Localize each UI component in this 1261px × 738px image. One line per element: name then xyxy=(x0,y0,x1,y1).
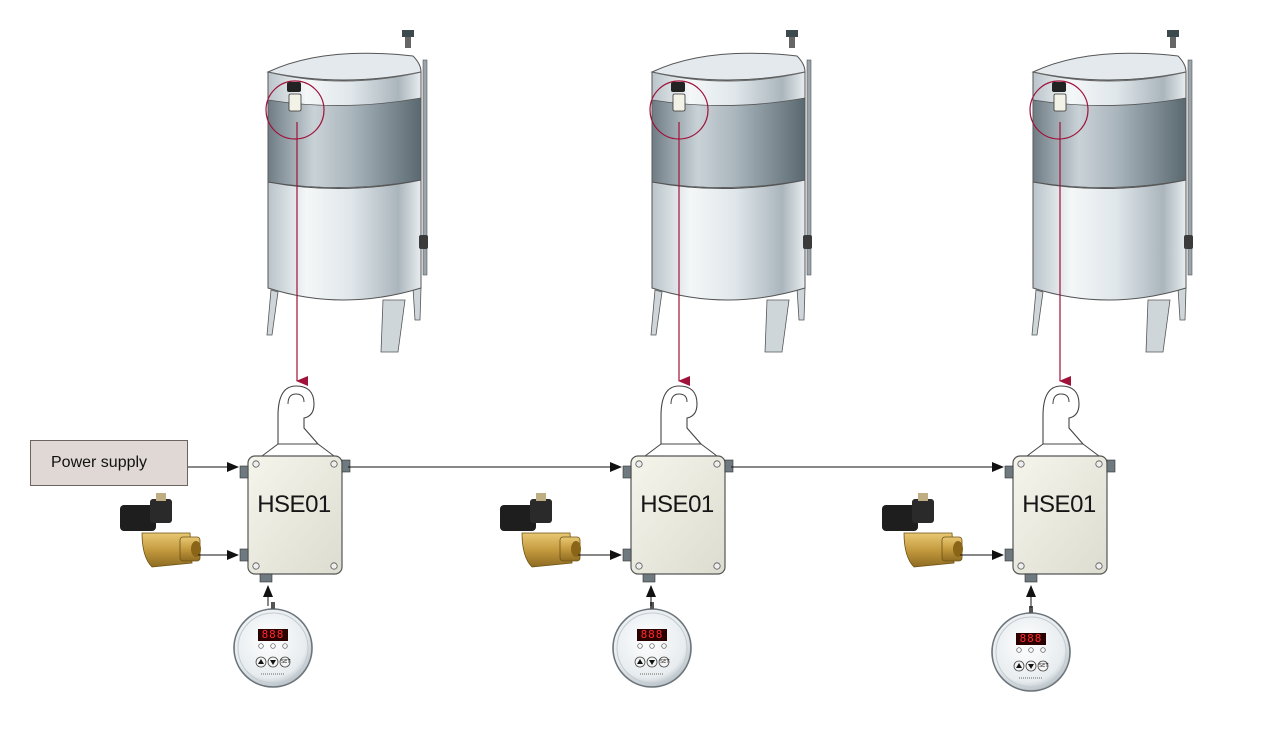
tank-3 xyxy=(1029,29,1194,353)
controller-label-1: HSE01 xyxy=(257,491,331,518)
dial-set-label-1: SET xyxy=(281,659,291,665)
tank-2 xyxy=(649,29,813,353)
power-supply-box: Power supply xyxy=(30,440,188,486)
sensor-dial-2 xyxy=(612,601,692,688)
dial-display-3: 888 xyxy=(1016,633,1046,645)
solenoid-valve-1 xyxy=(119,492,202,568)
sensor-highlight-circle xyxy=(265,80,325,140)
sensor-dial-3 xyxy=(991,605,1071,692)
controller-box-2 xyxy=(622,385,734,583)
controller-label-2: HSE01 xyxy=(640,491,714,518)
dial-display-2: 888 xyxy=(637,629,667,641)
controller-label-3: HSE01 xyxy=(1022,491,1096,518)
solenoid-valve-2 xyxy=(499,492,582,568)
solenoid-valve-3 xyxy=(881,492,964,568)
dial-display-1: 888 xyxy=(258,629,288,641)
dial-set-label-3: SET xyxy=(1039,663,1049,669)
power-supply-label: Power supply xyxy=(51,454,148,471)
tank-1 xyxy=(265,29,429,353)
sensor-highlight-circle xyxy=(1029,80,1089,140)
dial-set-label-2: SET xyxy=(660,659,670,665)
controller-box-1 xyxy=(239,385,351,583)
sensor-dial-1 xyxy=(233,601,313,688)
controller-box-3 xyxy=(1004,385,1116,583)
